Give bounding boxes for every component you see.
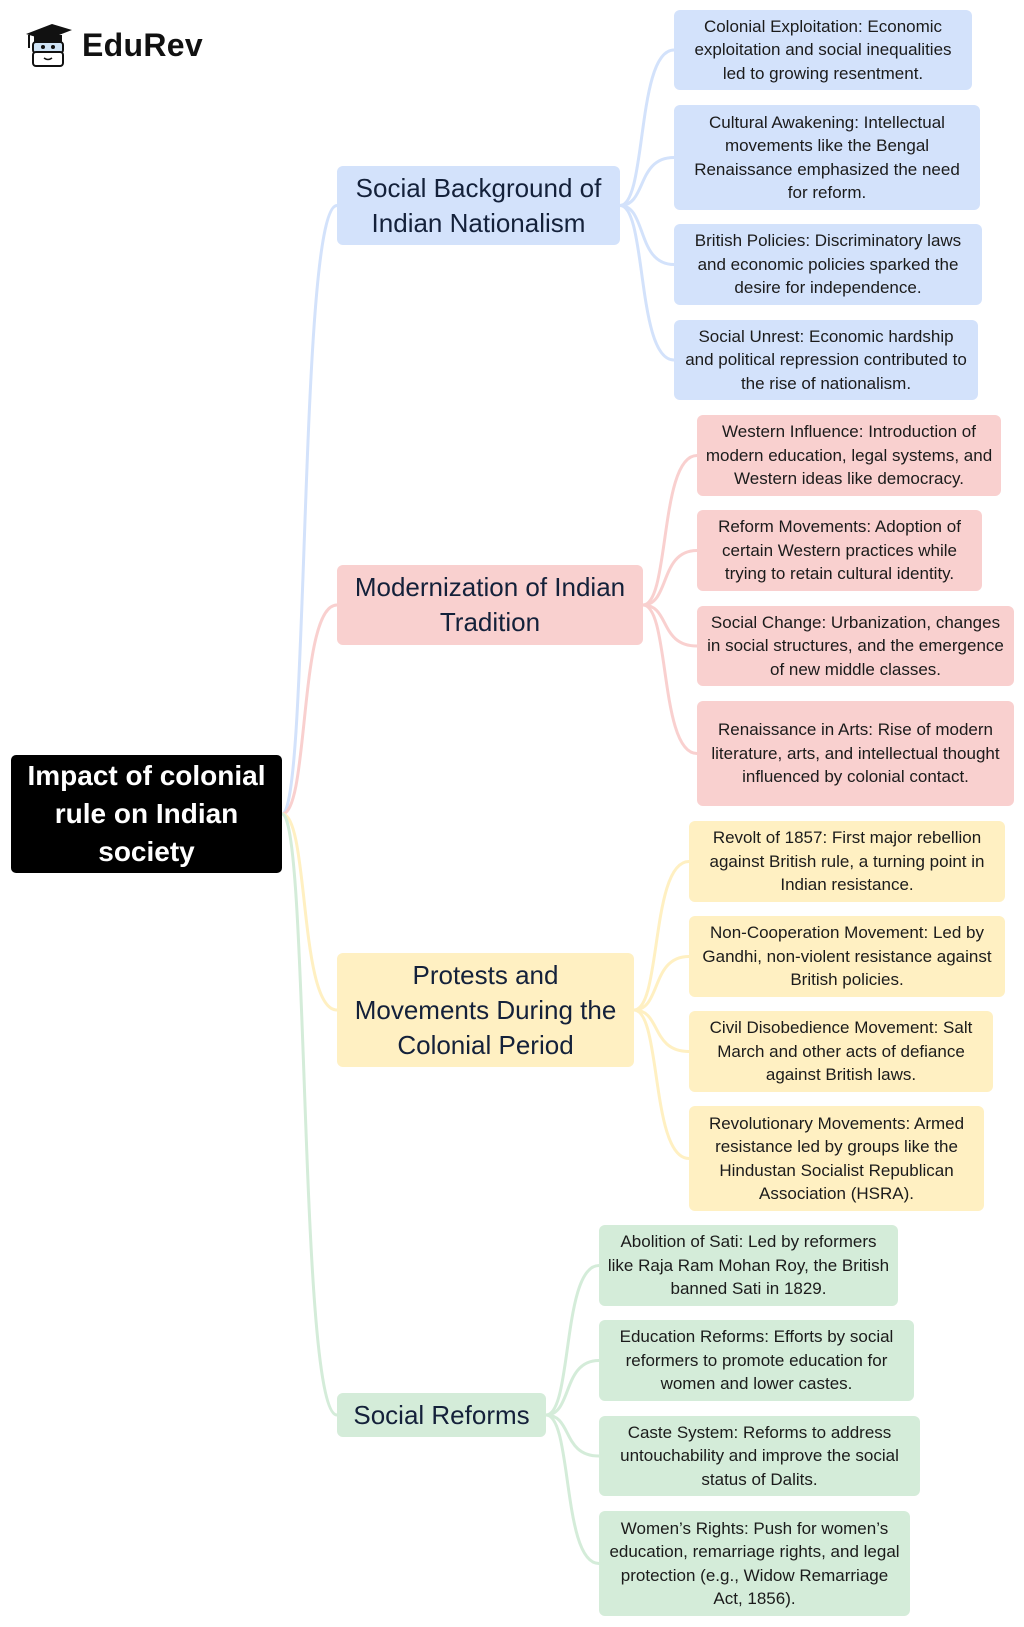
branch-to-leaf-line <box>545 1264 600 1417</box>
leaf-text: Social Unrest: Economic hardship and pol… <box>685 326 967 393</box>
branch-to-leaf-line <box>642 454 698 607</box>
leaf-node[interactable]: Revolutionary Movements: Armed resistanc… <box>689 1106 984 1211</box>
leaf-text: Education Reforms: Efforts by social ref… <box>619 1327 894 1394</box>
root-to-branch-line <box>281 603 338 816</box>
leaf-text: Western Influence: Introduction of moder… <box>705 422 993 489</box>
branch-social-reforms[interactable]: Social Reforms <box>337 1393 546 1437</box>
branch-to-leaf-line <box>619 156 675 207</box>
leaf-text: Reform Movements: Adoption of certain We… <box>718 517 961 584</box>
root-to-branch-line <box>280 812 338 1417</box>
edurev-logo: EduRev <box>24 22 203 68</box>
root-to-branch-line <box>280 204 338 816</box>
leaf-text: Caste System: Reforms to address untouch… <box>620 1422 899 1489</box>
leaf-node[interactable]: Revolt of 1857: First major rebellion ag… <box>689 821 1005 902</box>
leaf-text: Civil Disobedience Movement: Salt March … <box>709 1018 973 1085</box>
branch-to-leaf-line <box>619 48 675 207</box>
leaf-node[interactable]: Civil Disobedience Movement: Salt March … <box>689 1011 993 1092</box>
leaf-text: Revolt of 1857: First major rebellion ag… <box>709 828 985 895</box>
leaf-node[interactable]: Western Influence: Introduction of moder… <box>697 415 1001 496</box>
leaf-text: British Policies: Discriminatory laws an… <box>694 231 962 298</box>
branch-to-leaf-line <box>633 860 690 1012</box>
leaf-node[interactable]: Cultural Awakening: Intellectual movemen… <box>674 105 980 210</box>
branch-to-leaf-line <box>619 204 675 266</box>
branch-to-leaf-line <box>633 1008 690 1053</box>
leaf-node[interactable]: Colonial Exploitation: Economic exploita… <box>674 10 972 90</box>
root-node[interactable]: Impact of colonial rule on Indian societ… <box>11 755 282 873</box>
leaf-text: Women’s Rights: Push for women’s educati… <box>609 1518 900 1609</box>
leaf-text: Social Change: Urbanization, changes in … <box>707 612 1004 679</box>
branch-to-leaf-line <box>642 603 698 648</box>
branch-to-leaf-line <box>642 603 698 755</box>
leaf-text: Cultural Awakening: Intellectual movemen… <box>694 112 960 203</box>
graduation-cap-mascot-icon <box>26 24 72 67</box>
leaf-node[interactable]: Women’s Rights: Push for women’s educati… <box>599 1511 910 1616</box>
branch-to-leaf-line <box>633 955 690 1012</box>
leaf-node[interactable]: Reform Movements: Adoption of certain We… <box>697 510 982 591</box>
branch-protests-movements[interactable]: Protests and Movements During the Coloni… <box>337 953 634 1067</box>
leaf-node[interactable]: British Policies: Discriminatory laws an… <box>674 224 982 305</box>
root-label: Impact of colonial rule on Indian societ… <box>27 760 266 867</box>
branch-social-background[interactable]: Social Background of Indian Nationalism <box>337 166 620 245</box>
leaf-node[interactable]: Renaissance in Arts: Rise of modern lite… <box>697 701 1014 806</box>
branch-to-leaf-line <box>545 1413 600 1565</box>
branch-label: Social Background of Indian Nationalism <box>355 172 602 238</box>
branch-to-leaf-line <box>545 1413 600 1458</box>
leaf-text: Abolition of Sati: Led by reformers like… <box>607 1232 890 1299</box>
leaf-node[interactable]: Abolition of Sati: Led by reformers like… <box>599 1225 898 1306</box>
leaf-text: Renaissance in Arts: Rise of modern lite… <box>711 720 1000 787</box>
branch-to-leaf-line <box>545 1359 600 1417</box>
leaf-text: Colonial Exploitation: Economic exploita… <box>694 16 952 83</box>
leaf-text: Revolutionary Movements: Armed resistanc… <box>708 1113 965 1204</box>
branch-to-leaf-line <box>619 204 675 362</box>
branch-label: Modernization of Indian Tradition <box>354 572 626 637</box>
branch-label: Social Reforms <box>353 1399 530 1430</box>
branch-to-leaf-line <box>642 549 698 607</box>
branch-label: Protests and Movements During the Coloni… <box>354 959 617 1060</box>
brand-name: EduRev <box>82 26 203 63</box>
leaf-node[interactable]: Social Change: Urbanization, changes in … <box>697 606 1014 686</box>
branch-to-leaf-line <box>633 1008 690 1160</box>
leaf-node[interactable]: Non-Cooperation Movement: Led by Gandhi,… <box>689 916 1005 997</box>
root-to-branch-line <box>281 812 338 1012</box>
leaf-text: Non-Cooperation Movement: Led by Gandhi,… <box>702 923 992 990</box>
leaf-node[interactable]: Education Reforms: Efforts by social ref… <box>599 1320 914 1401</box>
leaf-node[interactable]: Caste System: Reforms to address untouch… <box>599 1416 920 1496</box>
leaf-node[interactable]: Social Unrest: Economic hardship and pol… <box>674 320 978 400</box>
branch-modernization[interactable]: Modernization of Indian Tradition <box>337 565 643 645</box>
